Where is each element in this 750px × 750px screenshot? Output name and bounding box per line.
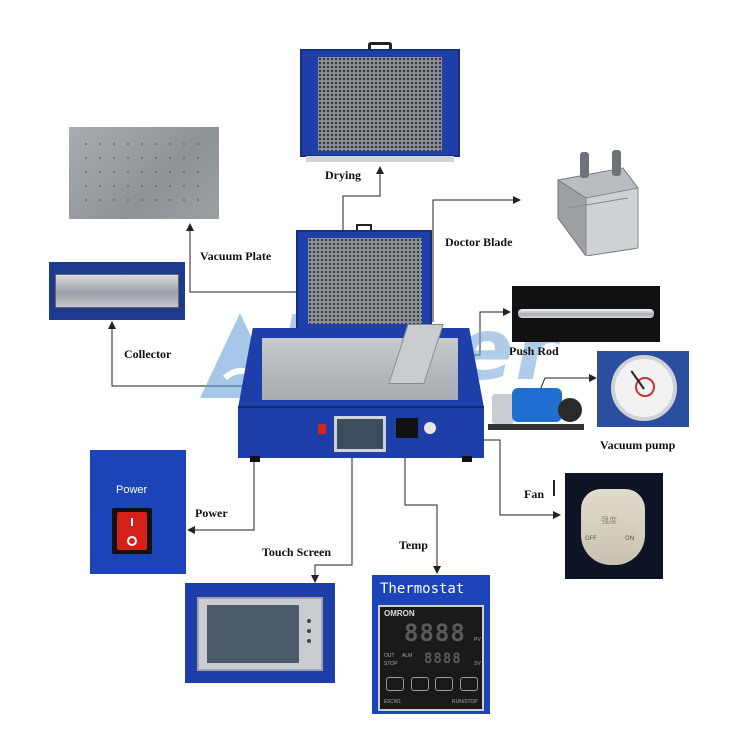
label-vacuum-plate: Vacuum Plate — [200, 249, 272, 263]
power-panel-text: Power — [116, 484, 148, 496]
fan-knob-small — [424, 422, 436, 434]
machine-lid — [296, 230, 432, 330]
thermostat-button-2[interactable] — [410, 677, 429, 691]
label-push-rod: Push Rod — [509, 344, 559, 358]
thermostat-stop-label: STOP — [384, 661, 398, 667]
push-rod-photo — [512, 286, 660, 342]
fan-knob-on-text: ON — [625, 535, 635, 542]
label-drying: Drying — [325, 168, 361, 182]
doctor-blade-photo — [528, 148, 648, 256]
thermostat-button-4[interactable] — [459, 677, 478, 691]
vacuum-plate-photo — [69, 127, 219, 219]
fan-knob-photo: 强度 OFF ON — [565, 473, 663, 579]
thermostat-title: Thermostat — [380, 581, 465, 597]
thermostat-sv-digits: 8888 — [424, 651, 462, 667]
power-switch-photo: Power — [90, 450, 186, 574]
thermostat-small — [396, 418, 418, 438]
machine-front-panel — [238, 406, 484, 458]
fan-knob-center-text: 强度 — [601, 516, 617, 525]
line-touch-screen — [311, 456, 353, 583]
thermostat-runstop: RUN/STOP — [452, 699, 478, 705]
vacuum-pump-photo — [488, 380, 590, 430]
thermostat-alm-label: ALM — [402, 653, 413, 659]
line-doctor-blade — [432, 196, 521, 322]
doctor-blade-illustration — [557, 150, 639, 256]
thermostat-out-label: OUT — [384, 653, 395, 659]
thermostat-sv-label: SV — [474, 661, 481, 667]
machine-deck — [238, 328, 484, 408]
coating-machine — [238, 224, 484, 464]
vacuum-gauge-photo — [597, 351, 689, 427]
touch-screen-photo — [185, 583, 335, 683]
fan-knob-off-text: OFF — [585, 535, 597, 542]
line-temp — [404, 448, 441, 574]
thermostat-pv-digits: 8888 — [404, 619, 466, 647]
touch-screen-small — [334, 416, 386, 452]
label-temp: Temp — [399, 538, 428, 552]
thermostat-brand: omron — [384, 609, 415, 618]
label-fan: Fan — [524, 487, 545, 501]
label-doctor-blade: Doctor Blade — [445, 235, 513, 249]
fan-indicator-mark — [553, 480, 555, 496]
label-collector: Collector — [124, 347, 172, 361]
line-vacuum-plate — [186, 223, 298, 293]
thermostat-photo: Thermostat omron 8888 PV OUT ALM STOP 88… — [372, 575, 490, 714]
thermostat-button-3[interactable] — [435, 677, 454, 691]
line-drying — [342, 166, 384, 230]
drying-photo — [300, 42, 460, 162]
thermostat-pv-label: PV — [474, 637, 481, 643]
label-power: Power — [195, 506, 228, 520]
thermostat-button-1[interactable] — [386, 677, 404, 691]
label-touch-screen: Touch Screen — [262, 545, 332, 559]
label-vacuum-pump: Vacuum pump — [600, 438, 676, 452]
power-switch-small — [318, 424, 326, 434]
thermostat-model: E5CWL — [384, 699, 402, 705]
collector-photo — [49, 262, 185, 320]
